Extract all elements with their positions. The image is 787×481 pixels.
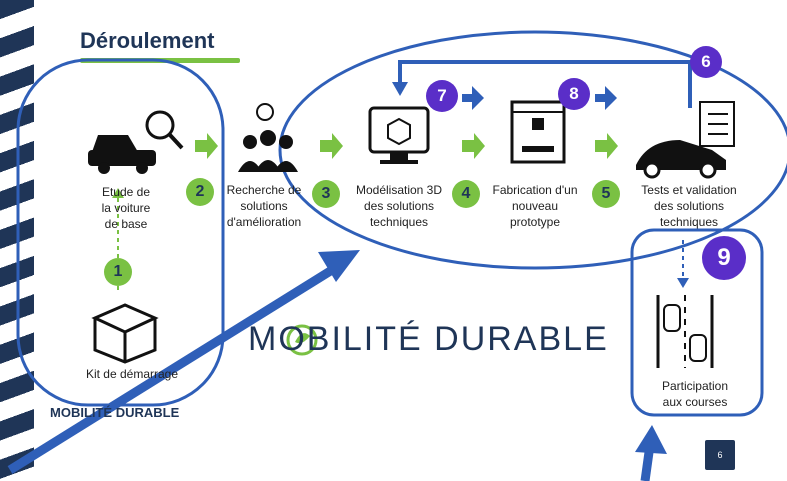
step-number-2: 2: [186, 178, 214, 206]
step-kit-label: Kit de démarrage: [85, 367, 179, 381]
open-box-icon: [91, 303, 159, 364]
big-arrow-left: [7, 261, 343, 474]
green-arrow-4: [595, 133, 618, 159]
small-brand-logo: MOBILITÉ DURABLE: [50, 405, 180, 420]
step-number-8: 8: [558, 78, 590, 110]
loop-arrow-head: [392, 82, 408, 96]
monitor-3d-icon: [368, 106, 430, 164]
green-arrow-2: [320, 133, 343, 159]
page-title: Déroulement: [80, 28, 215, 53]
dotted-arrow-down-head: [677, 278, 689, 288]
loop-arrow: [398, 60, 692, 108]
checklist-icon: [699, 101, 735, 147]
race-track-icon: [656, 295, 714, 368]
blue-arrow-8: [595, 86, 617, 110]
sports-car-icon: [636, 140, 726, 179]
step-number-5: 5: [592, 180, 620, 208]
team-idea-icon: [238, 103, 298, 172]
step-number-6: 6: [690, 46, 722, 78]
slide-number: 6: [705, 440, 735, 470]
green-arrow-1: [195, 133, 218, 159]
car-search-icon: [88, 110, 184, 174]
big-arrow-left-head: [318, 250, 360, 282]
step-number-7: 7: [426, 80, 458, 112]
brand-logo-text: MOBILITÉ DURABLE: [248, 320, 609, 358]
step-number-9: 9: [702, 236, 746, 280]
3d-printer-icon: [510, 100, 566, 164]
green-arrow-3: [462, 133, 485, 159]
right-group-outline: [630, 228, 764, 417]
step-number-1: 1: [104, 258, 132, 286]
big-arrow-right-head: [635, 425, 667, 454]
leaf-logo-icon: [286, 324, 318, 356]
blue-arrow-7: [462, 86, 484, 110]
step-number-3: 3: [312, 180, 340, 208]
dotted-arrow-up-head: [112, 188, 124, 198]
top-group-outline: [278, 30, 787, 270]
step-number-4: 4: [452, 180, 480, 208]
